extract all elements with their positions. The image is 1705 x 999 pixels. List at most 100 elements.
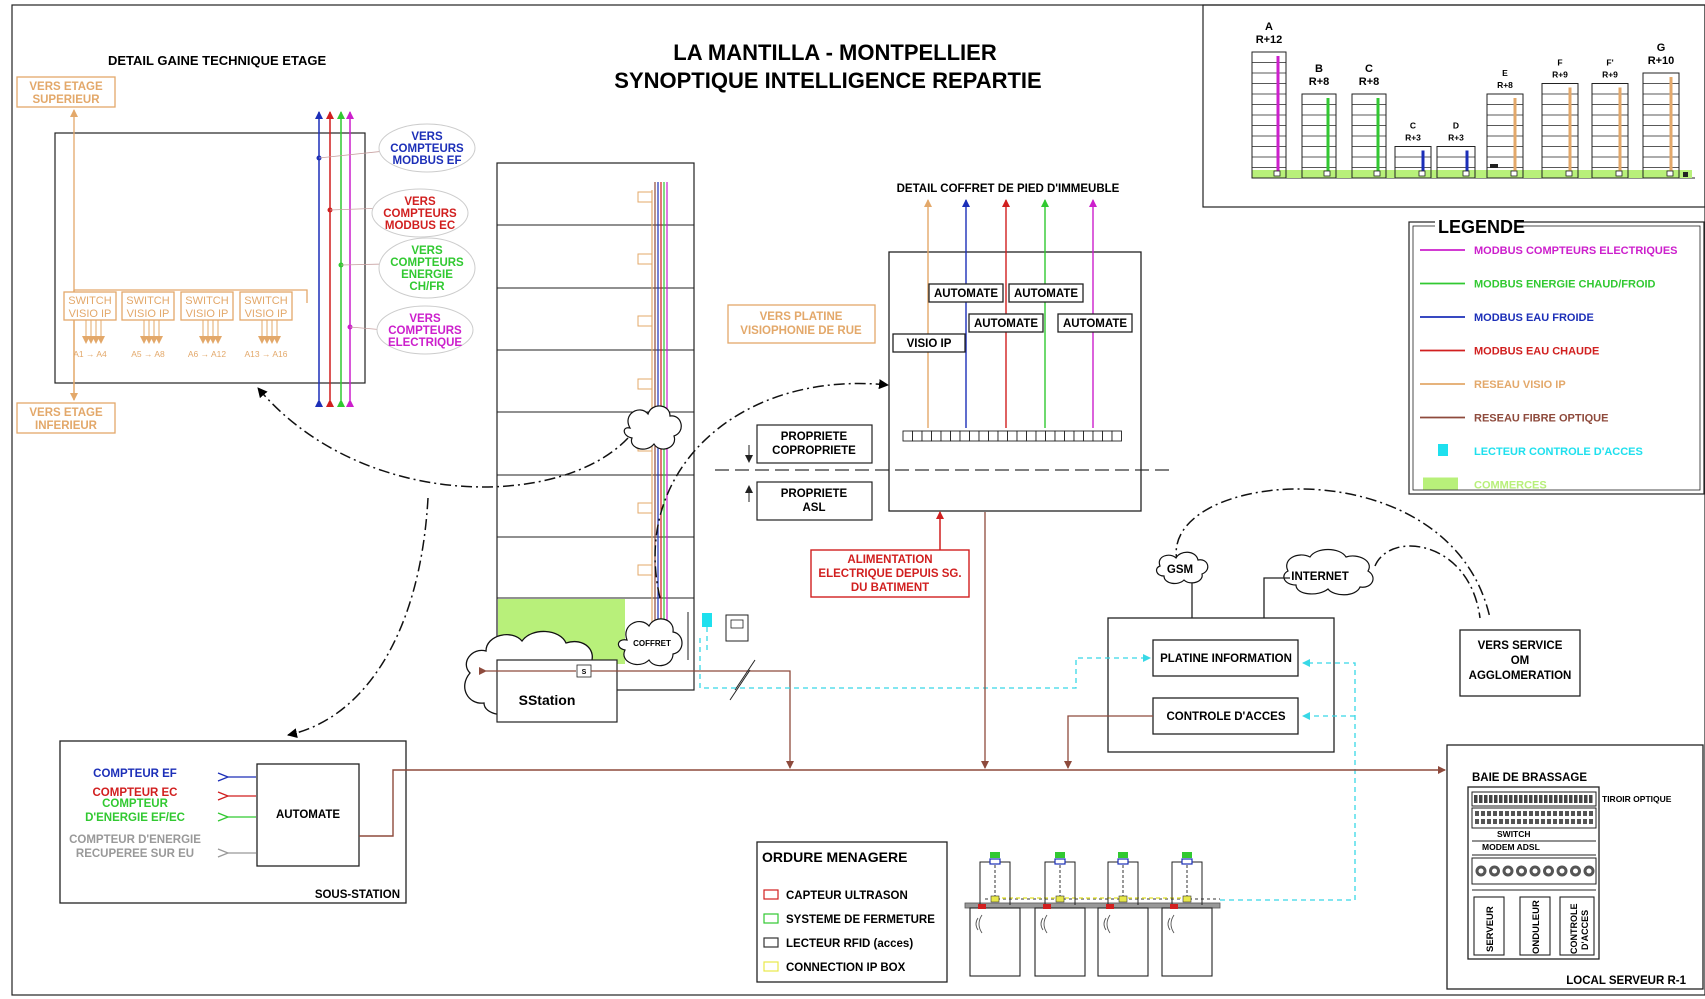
site-building: GR+10 (1642, 42, 1680, 179)
svg-text:VISIO IP: VISIO IP (245, 308, 288, 320)
coffret-cloud (617, 618, 683, 667)
waste-bin (1161, 852, 1213, 977)
automate-4: AUTOMATE (1057, 313, 1133, 333)
svg-text:LECTEUR CONTROLE D'ACCES: LECTEUR CONTROLE D'ACCES (1474, 446, 1643, 458)
site-building: F R+9 (1541, 58, 1579, 179)
svg-text:F: F (1557, 58, 1562, 68)
title-line2: SYNOPTIQUE INTELLIGENCE REPARTIE (614, 68, 1041, 93)
svg-text:AUTOMATE: AUTOMATE (276, 809, 340, 821)
svg-text:COMPTEUR EC: COMPTEUR EC (93, 787, 178, 799)
legend-item: MODBUS EAU FROIDE (1420, 312, 1594, 324)
svg-text:R+9: R+9 (1552, 70, 1568, 80)
coffret-title: DETAIL COFFRET DE PIED D'IMMEUBLE (897, 183, 1120, 195)
svg-text:INFERIEUR: INFERIEUR (35, 420, 98, 432)
svg-text:COMPTEUR D'ENERGIE: COMPTEUR D'ENERGIE (69, 834, 201, 846)
svg-text:ONDULEUR: ONDULEUR (1531, 900, 1542, 954)
switch-range: A5 → A8 (131, 349, 165, 359)
svg-text:ALIMENTATION: ALIMENTATION (847, 554, 932, 566)
site-building: CR+3 (1394, 121, 1432, 179)
svg-text:COMPTEURS: COMPTEURS (383, 208, 457, 220)
svg-text:SERVEUR: SERVEUR (1485, 906, 1496, 952)
floor-switch-boxes (637, 191, 653, 576)
svg-text:CONTROLE D'ACCES: CONTROLE D'ACCES (1166, 711, 1285, 723)
legend-title: LEGENDE (1438, 217, 1525, 237)
svg-text:AUTOMATE: AUTOMATE (934, 288, 998, 300)
ordure-title: ORDURE MENAGERE (762, 849, 907, 865)
svg-text:COMPTEUR EF: COMPTEUR EF (93, 768, 177, 780)
svg-text:ASL: ASL (803, 502, 826, 514)
waste-bin (969, 852, 1021, 977)
svg-text:CAPTEUR ULTRASON: CAPTEUR ULTRASON (786, 890, 908, 902)
svg-text:F': F' (1606, 58, 1613, 68)
svg-text:VERS: VERS (409, 313, 441, 325)
svg-text:VERS: VERS (411, 245, 443, 257)
svg-text:PROPRIETE: PROPRIETE (781, 431, 848, 443)
svg-text:VISIO IP: VISIO IP (127, 308, 170, 320)
sous-station-box (59, 740, 407, 904)
svg-text:INTERNET: INTERNET (1291, 571, 1349, 583)
svg-text:SWITCH: SWITCH (68, 295, 111, 307)
legend-item: MODBUS EAU CHAUDE (1420, 346, 1599, 358)
legend-item: LECTEUR CONTROLE D'ACCES (1438, 444, 1643, 458)
coffret-box (888, 251, 1142, 512)
svg-text:RESEAU FIBRE OPTIQUE: RESEAU FIBRE OPTIQUE (1474, 413, 1608, 425)
vers-etage-inferieur: VERS ETAGE INFERIEUR (16, 402, 116, 434)
vers-platine-label: VERS PLATINE VISIOPHONIE DE RUE (727, 304, 876, 344)
modem-label: MODEM ADSL (1482, 842, 1540, 852)
svg-text:CONTROLE: CONTROLE (1569, 904, 1579, 955)
svg-text:R+3: R+3 (1448, 133, 1464, 143)
svg-text:SUPERIEUR: SUPERIEUR (32, 94, 100, 106)
vers-service-om: VERS SERVICE OM AGGLOMERATION (1459, 629, 1581, 697)
access-reader (702, 613, 712, 627)
svg-text:CH/FR: CH/FR (409, 281, 445, 293)
svg-text:RECUPEREE SUR EU: RECUPEREE SUR EU (76, 848, 194, 860)
baie-rack (1467, 786, 1600, 960)
site-building: CR+8 (1351, 63, 1387, 179)
svg-text:ELECTRIQUE DEPUIS SG.: ELECTRIQUE DEPUIS SG. (818, 568, 961, 580)
svg-text:COMPTEUR: COMPTEUR (102, 798, 169, 810)
automate-2: AUTOMATE (1008, 283, 1084, 303)
internet-cloud: INTERNET (1283, 548, 1374, 596)
rack-contents (1471, 791, 1597, 891)
propriete-copro: PROPRIETE COPROPRIETE (756, 424, 873, 464)
svg-text:VERS: VERS (404, 196, 436, 208)
svg-text:B: B (1315, 63, 1323, 75)
ordure-item: CAPTEUR ULTRASON (763, 889, 908, 902)
svg-text:PLATINE INFORMATION: PLATINE INFORMATION (1160, 653, 1292, 665)
page-frame (11, 4, 1705, 996)
svg-text:AUTOMATE: AUTOMATE (1063, 318, 1127, 330)
sous-station-title: SOUS-STATION (315, 889, 400, 901)
meter-item: COMPTEUR EC (93, 787, 256, 801)
ordure-item: SYSTEME DE FERMETURE (763, 913, 935, 926)
gaine-box (54, 132, 366, 384)
ordure-item: LECTEUR RFID (acces) (763, 937, 913, 950)
svg-text:R+8: R+8 (1359, 76, 1380, 88)
legend-item: COMMERCES (1423, 477, 1547, 492)
meter-item: COMPTEUR D'ENERGIE RECUPEREE SUR EU (69, 834, 256, 860)
controle-acces-box: CONTROLE D'ACCES (1152, 697, 1299, 735)
svg-text:ENERGIE: ENERGIE (401, 269, 453, 281)
site-building: DR+3 (1436, 121, 1476, 179)
svg-text:SWITCH: SWITCH (185, 295, 228, 307)
ordure-item: CONNECTION IP BOX (763, 961, 906, 974)
svg-text:AGGLOMERATION: AGGLOMERATION (1469, 670, 1572, 682)
controle-acces-unit: CONTROLE D'ACCES (1559, 896, 1595, 956)
tiroir-label: TIROIR OPTIQUE (1602, 794, 1672, 804)
svg-text:A: A (1265, 21, 1273, 33)
switch-label: SWITCH (1497, 829, 1531, 839)
svg-text:MODBUS COMPTEURS ELECTRIQUES: MODBUS COMPTEURS ELECTRIQUES (1474, 245, 1678, 257)
svg-text:AUTOMATE: AUTOMATE (974, 318, 1038, 330)
ordure-box (756, 841, 948, 983)
legend: LEGENDE MODBUS COMPTEURS ELECTRIQUES MODB… (1408, 215, 1705, 495)
svg-text:MODBUS EAU FROIDE: MODBUS EAU FROIDE (1474, 312, 1594, 324)
legend-item: RESEAU VISIO IP (1420, 379, 1566, 391)
platine-information: PLATINE INFORMATION (1152, 639, 1299, 677)
svg-text:VERS PLATINE: VERS PLATINE (760, 311, 843, 323)
svg-text:MODBUS EAU CHAUDE: MODBUS EAU CHAUDE (1474, 346, 1599, 358)
terminal-strip (902, 430, 1122, 442)
